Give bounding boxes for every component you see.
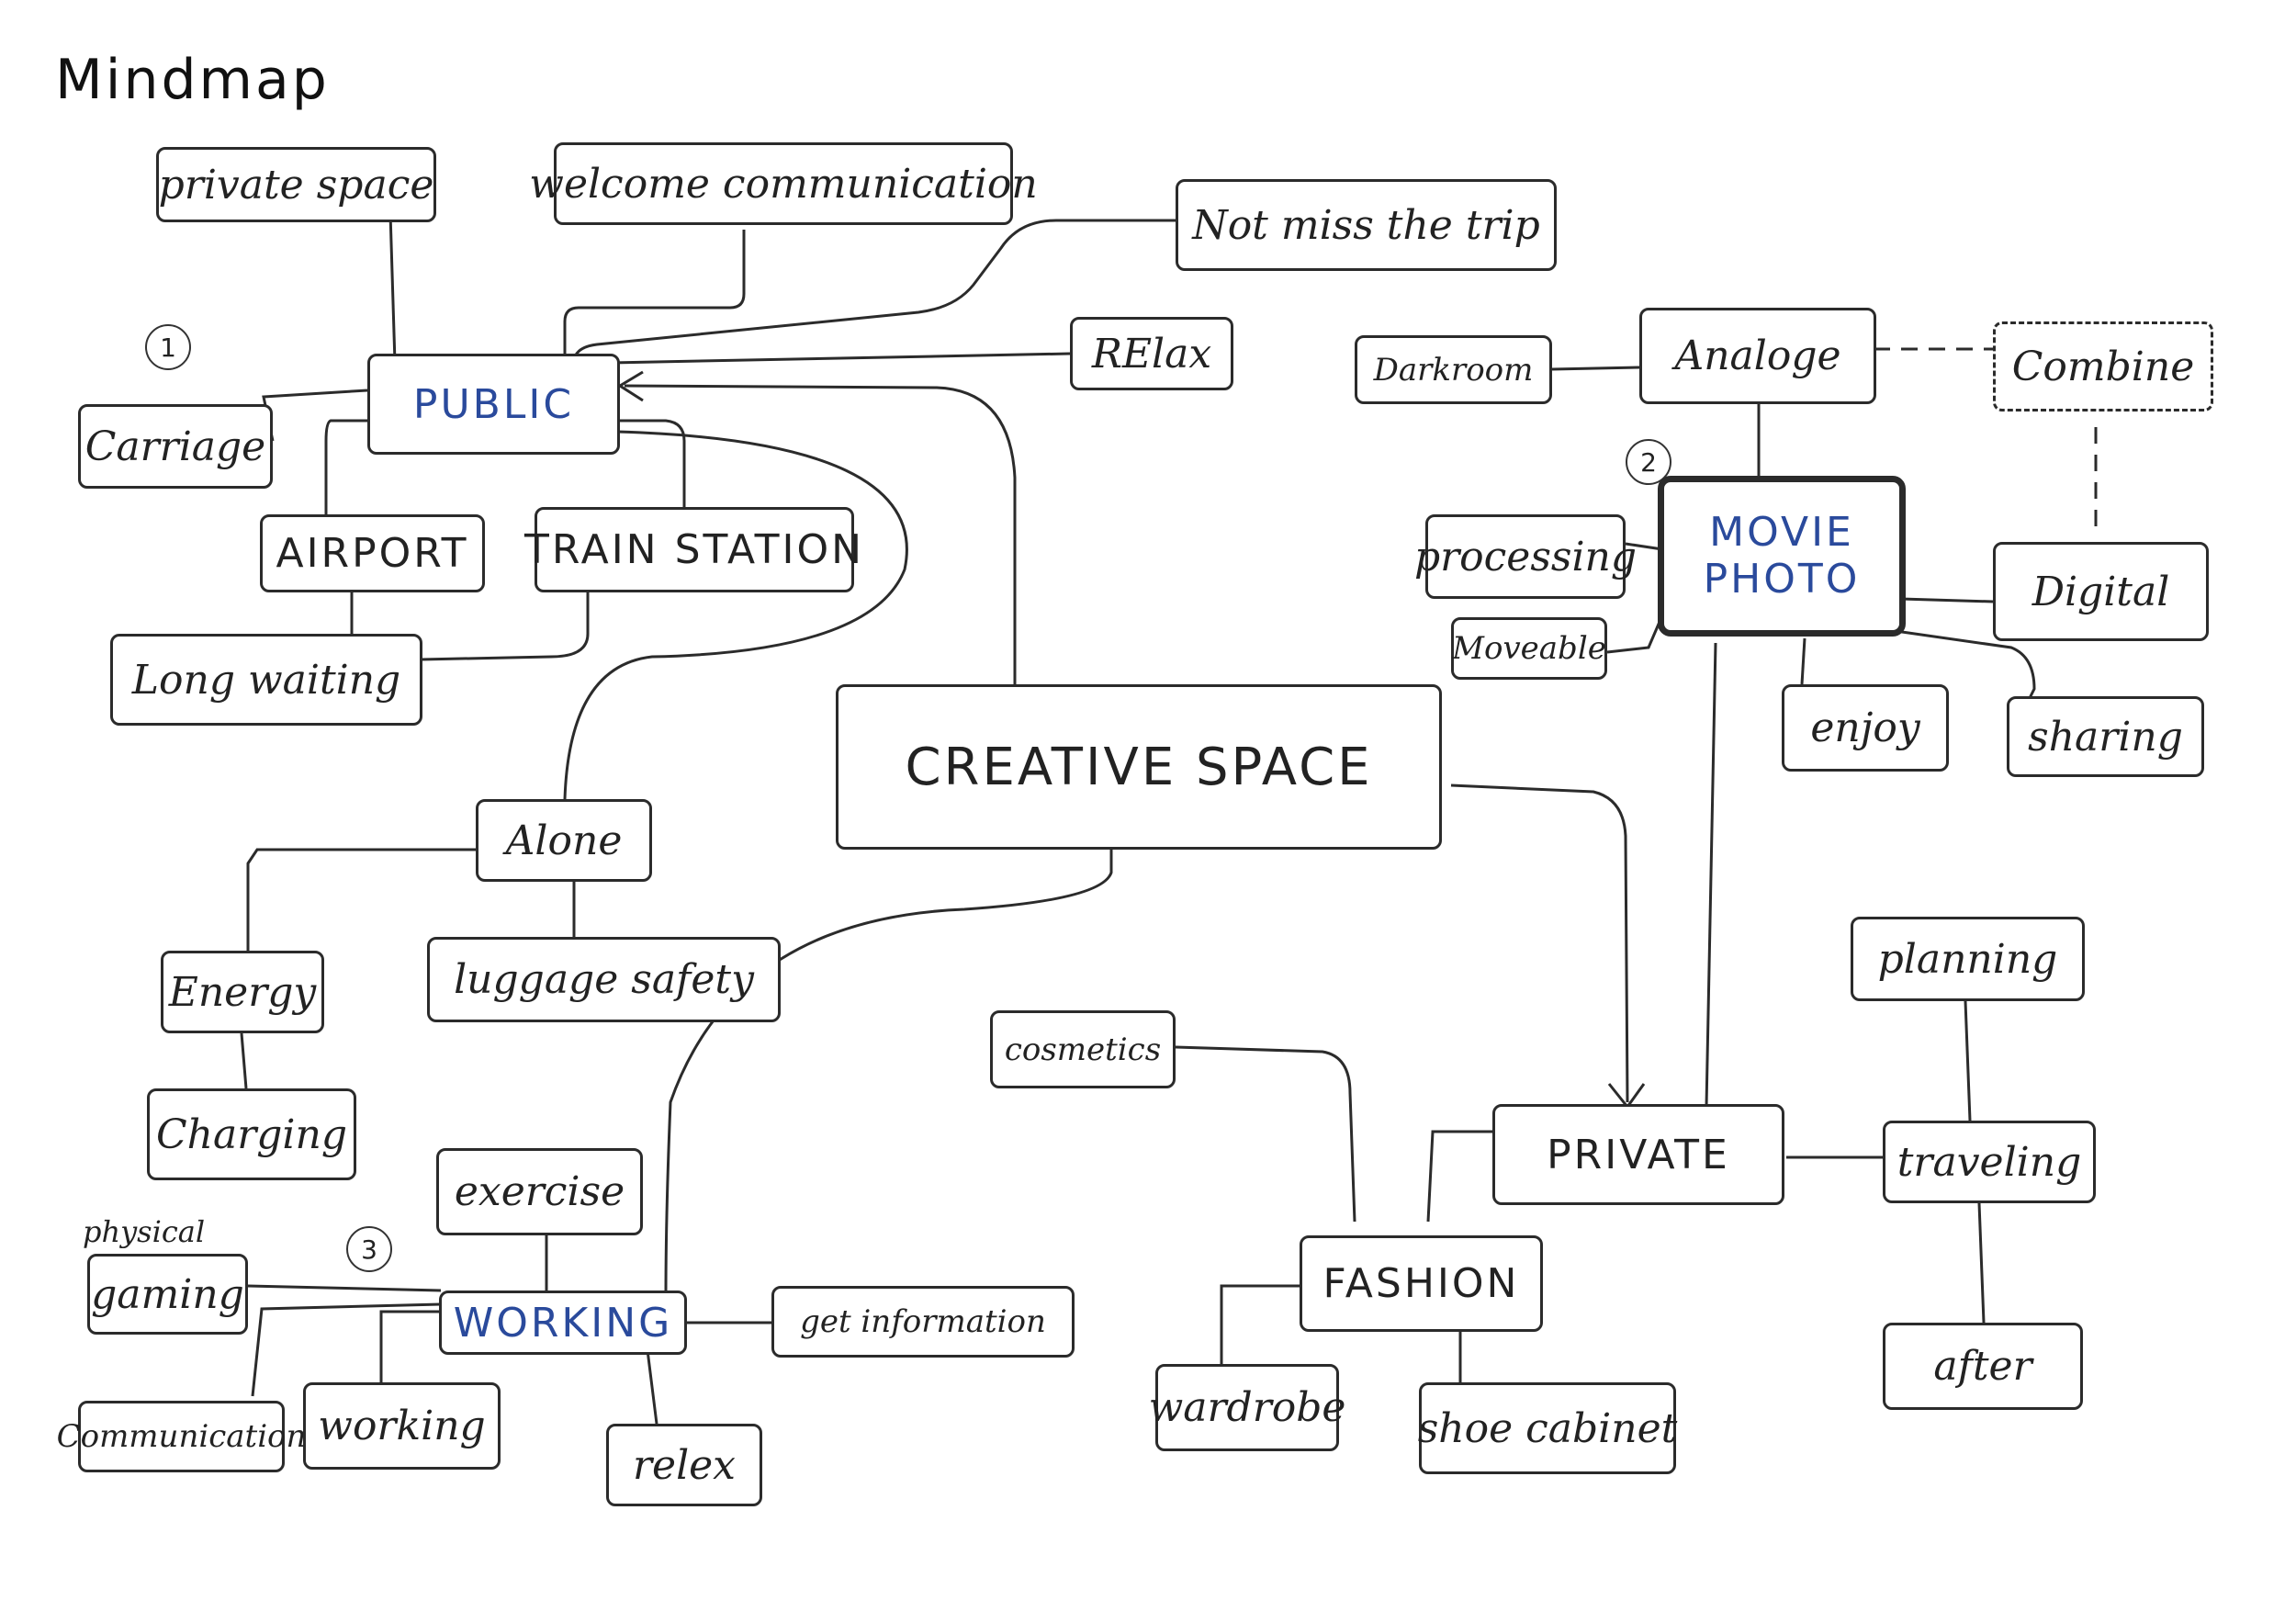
node-analoge: Analoge (1639, 308, 1876, 404)
node-communication: Communication (57, 1401, 306, 1472)
node-luggage-safety: luggage safety (427, 937, 781, 1022)
photo-label: PHOTO (1703, 555, 1861, 603)
node-exercise: exercise (436, 1148, 643, 1235)
node-charging: Charging (147, 1088, 356, 1180)
node-carriage: Carriage (78, 404, 273, 489)
node-working-hub: WORKING (439, 1291, 687, 1355)
node-traveling: traveling (1883, 1121, 2096, 1203)
node-welcome-communication: welcome communication (529, 142, 1038, 225)
node-relex: relex (606, 1424, 762, 1506)
node-energy: Energy (161, 951, 324, 1033)
node-airport: AIRPORT (260, 514, 485, 592)
node-private-space: private space (156, 147, 436, 222)
node-digital: Digital (1993, 542, 2209, 641)
node-planning: planning (1851, 917, 2085, 1001)
page-title: Mindmap (55, 48, 330, 112)
node-shoe-cabinet: shoe cabinet (1418, 1382, 1677, 1474)
marker-2: 2 (1626, 439, 1671, 485)
node-moveable: Moveable (1451, 617, 1607, 680)
node-cosmetics: cosmetics (990, 1010, 1176, 1088)
node-processing: processing (1414, 514, 1637, 599)
node-sharing: sharing (2007, 696, 2204, 777)
node-wardrobe: wardrobe (1149, 1364, 1345, 1451)
node-train-station: TRAIN STATION (524, 507, 861, 592)
node-fashion: FASHION (1300, 1235, 1543, 1332)
marker-3: 3 (346, 1226, 392, 1272)
node-enjoy: enjoy (1782, 684, 1949, 772)
note-physical: physical (83, 1214, 206, 1249)
node-movie-photo: MOVIE PHOTO (1658, 476, 1906, 637)
node-creative-space: CREATIVE SPACE (836, 684, 1442, 850)
node-after: after (1883, 1323, 2083, 1410)
marker-1: 1 (145, 324, 191, 370)
node-darkroom: Darkroom (1355, 335, 1552, 404)
node-long-waiting: Long waiting (110, 634, 422, 726)
movie-label: MOVIE (1709, 508, 1854, 556)
node-public: PUBLIC (367, 354, 620, 455)
node-alone: Alone (476, 799, 652, 882)
node-private: PRIVATE (1492, 1104, 1784, 1205)
node-get-information: get information (771, 1286, 1075, 1358)
node-combine: Combine (1993, 321, 2213, 411)
node-gaming: gaming (87, 1254, 248, 1335)
node-not-miss-the-trip: Not miss the trip (1176, 179, 1557, 271)
node-working: working (303, 1382, 501, 1470)
node-relax-top: RElax (1070, 317, 1233, 390)
